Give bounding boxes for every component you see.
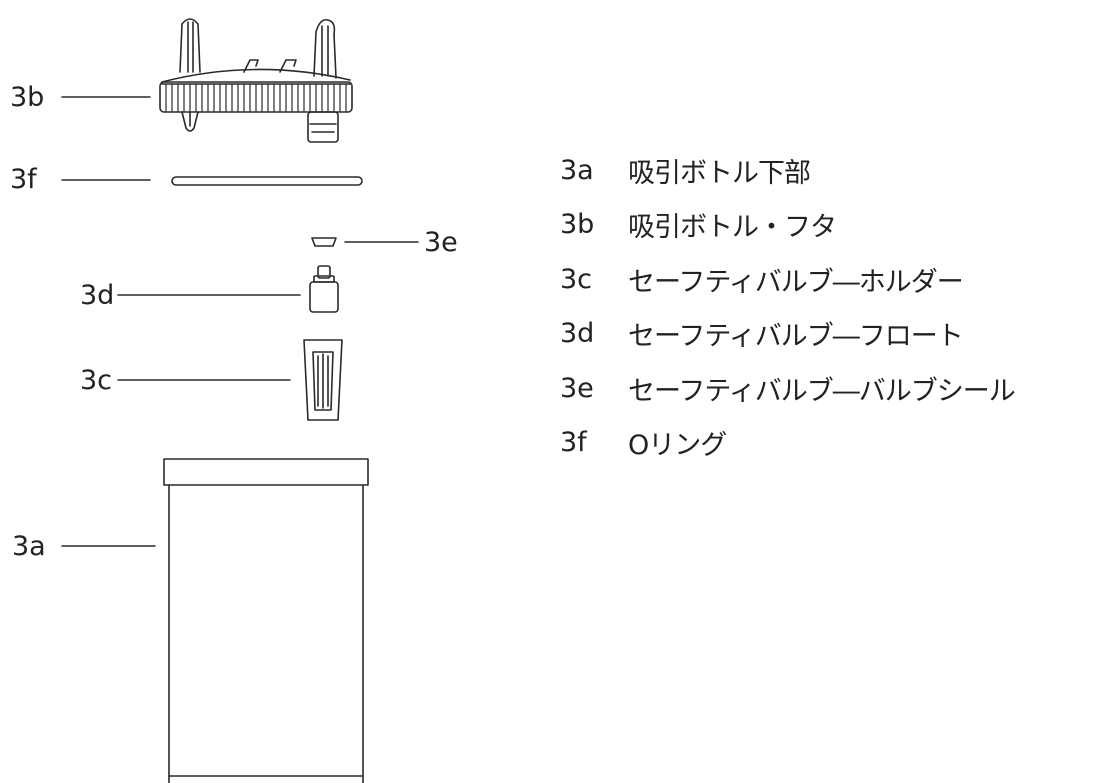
legend-item-3b: 3b 吸引ボトル・フタ xyxy=(560,198,1015,253)
legend-code: 3a xyxy=(560,154,594,186)
legend-code: 3c xyxy=(560,263,593,295)
callout-label-3b: 3b xyxy=(10,82,45,113)
legend-code: 3d xyxy=(560,318,595,350)
leader-lines xyxy=(61,96,419,547)
legend-code: 3b xyxy=(560,209,595,241)
callout-label-3f: 3f xyxy=(10,164,37,195)
legend-item-3f: 3f Oリング xyxy=(560,416,1015,471)
part-3f-o-ring xyxy=(171,176,363,186)
part-3e-valve-seal xyxy=(311,237,337,247)
legend-description: セーフティバルブ―バルブシール xyxy=(628,375,1016,407)
legend-item-3a: 3a 吸引ボトル下部 xyxy=(560,143,1015,198)
legend-description: Oリング xyxy=(628,430,727,462)
legend-item-3e: 3e セーフティバルブ―バルブシール xyxy=(560,361,1016,416)
parts-legend: 3a 吸引ボトル下部 3b 吸引ボトル・フタ 3c セーフティバルブ―ホルダー … xyxy=(560,143,1016,471)
legend-item-3c: 3c セーフティバルブ―ホルダー xyxy=(560,252,1015,307)
part-3d-float xyxy=(309,265,339,313)
legend-description: セーフティバルブ―フロート xyxy=(628,321,964,353)
part-3c-holder xyxy=(303,339,343,421)
callout-label-3e: 3e xyxy=(424,227,458,258)
legend-description: 吸引ボトル・フタ xyxy=(628,212,837,244)
legend-item-3d: 3d セーフティバルブ―フロート xyxy=(560,307,1015,362)
part-3b-lid xyxy=(159,18,353,143)
part-3a-bottle-lower xyxy=(163,458,369,783)
callout-label-3a: 3a xyxy=(12,531,46,562)
legend-code: 3f xyxy=(560,427,587,459)
callout-label-3d: 3d xyxy=(80,280,115,311)
legend-description: セーフティバルブ―ホルダー xyxy=(628,266,964,298)
legend-description: 吸引ボトル下部 xyxy=(628,157,811,189)
legend-code: 3e xyxy=(560,372,594,404)
callout-label-3c: 3c xyxy=(80,365,113,396)
